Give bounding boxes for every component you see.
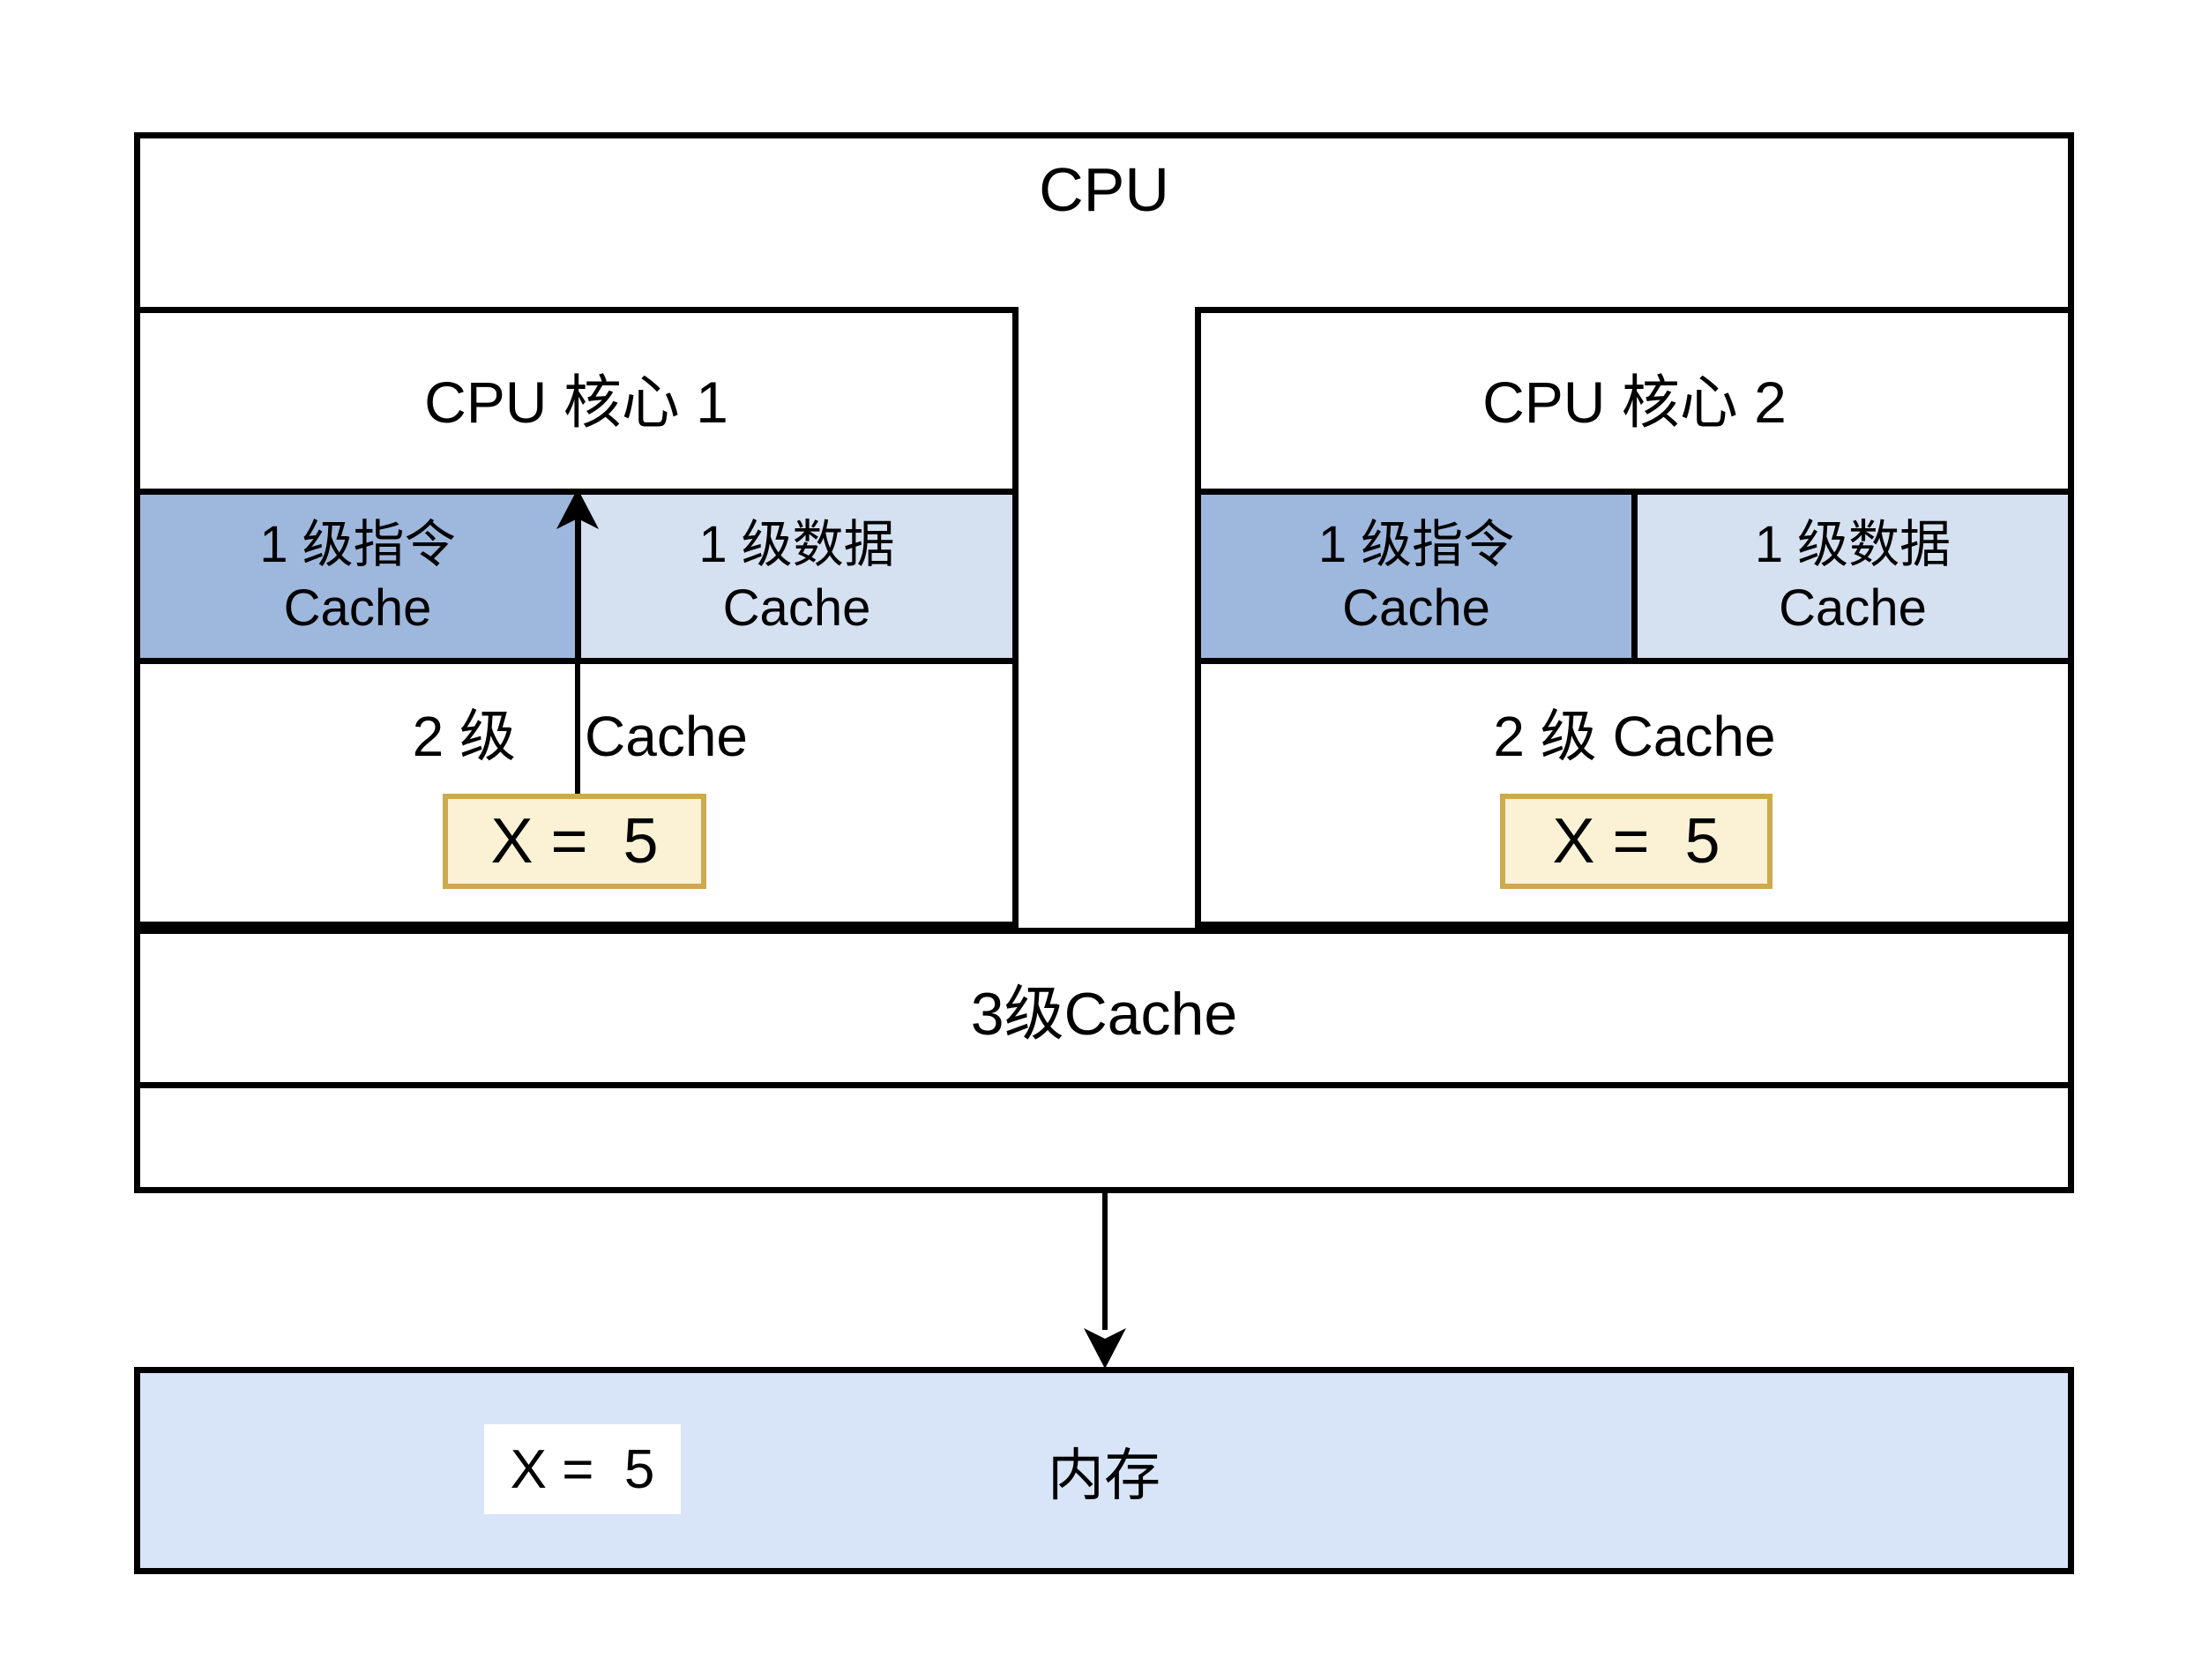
memory-label: 内存: [1048, 1443, 1160, 1507]
l3-cache-label: 3级Cache: [970, 980, 1238, 1048]
core2-l1-instruction-line1: 1 级指令: [1317, 515, 1515, 573]
core2-l2-cache-label: 2 级 Cache: [1493, 705, 1776, 768]
core2-l1-instruction-cache-cell: 1 级指令 Cache: [1195, 489, 1638, 664]
core1-l1-instruction-line2: Cache: [283, 579, 432, 637]
cpu-to-memory-arrow-shaft: [1102, 1193, 1108, 1330]
core1-cached-value-box: X = 5: [443, 794, 706, 889]
core1-l1-instruction-line1: 1 级指令: [259, 515, 456, 573]
core1-value-to-l1-arrowhead-icon: [556, 489, 599, 529]
core1-value-to-l1-arrow-shaft: [575, 529, 580, 794]
core1-l1-instruction-cache-cell: 1 级指令 Cache: [134, 489, 581, 664]
core1-l2-cache-label-left: 2 级: [412, 705, 516, 768]
core1-l1-data-line1: 1 级数据: [698, 515, 895, 573]
core2-l1-instruction-line2: Cache: [1342, 579, 1490, 637]
memory-value-chip: X = 5: [484, 1424, 681, 1514]
cpu-core1-title: CPU 核心 1: [424, 370, 728, 435]
core1-l1-data-cache-cell: 1 级数据 Cache: [575, 489, 1019, 664]
core1-l1-data-line2: Cache: [722, 579, 871, 637]
core2-cached-value-box: X = 5: [1500, 794, 1772, 889]
core2-l1-data-cache-cell: 1 级数据 Cache: [1631, 489, 2074, 664]
core2-l1-data-line2: Cache: [1779, 579, 1927, 637]
core1-l2-cache-label-right: Cache: [585, 705, 748, 768]
l3-cache-box: [134, 928, 2074, 1088]
cpu-core2-title: CPU 核心 2: [1482, 370, 1787, 435]
memory-box: [134, 1367, 2074, 1574]
core2-l1-data-line1: 1 级数据: [1754, 515, 1952, 573]
cpu-to-memory-arrowhead-icon: [1084, 1328, 1126, 1369]
cpu-package-label: CPU: [1039, 155, 1169, 224]
